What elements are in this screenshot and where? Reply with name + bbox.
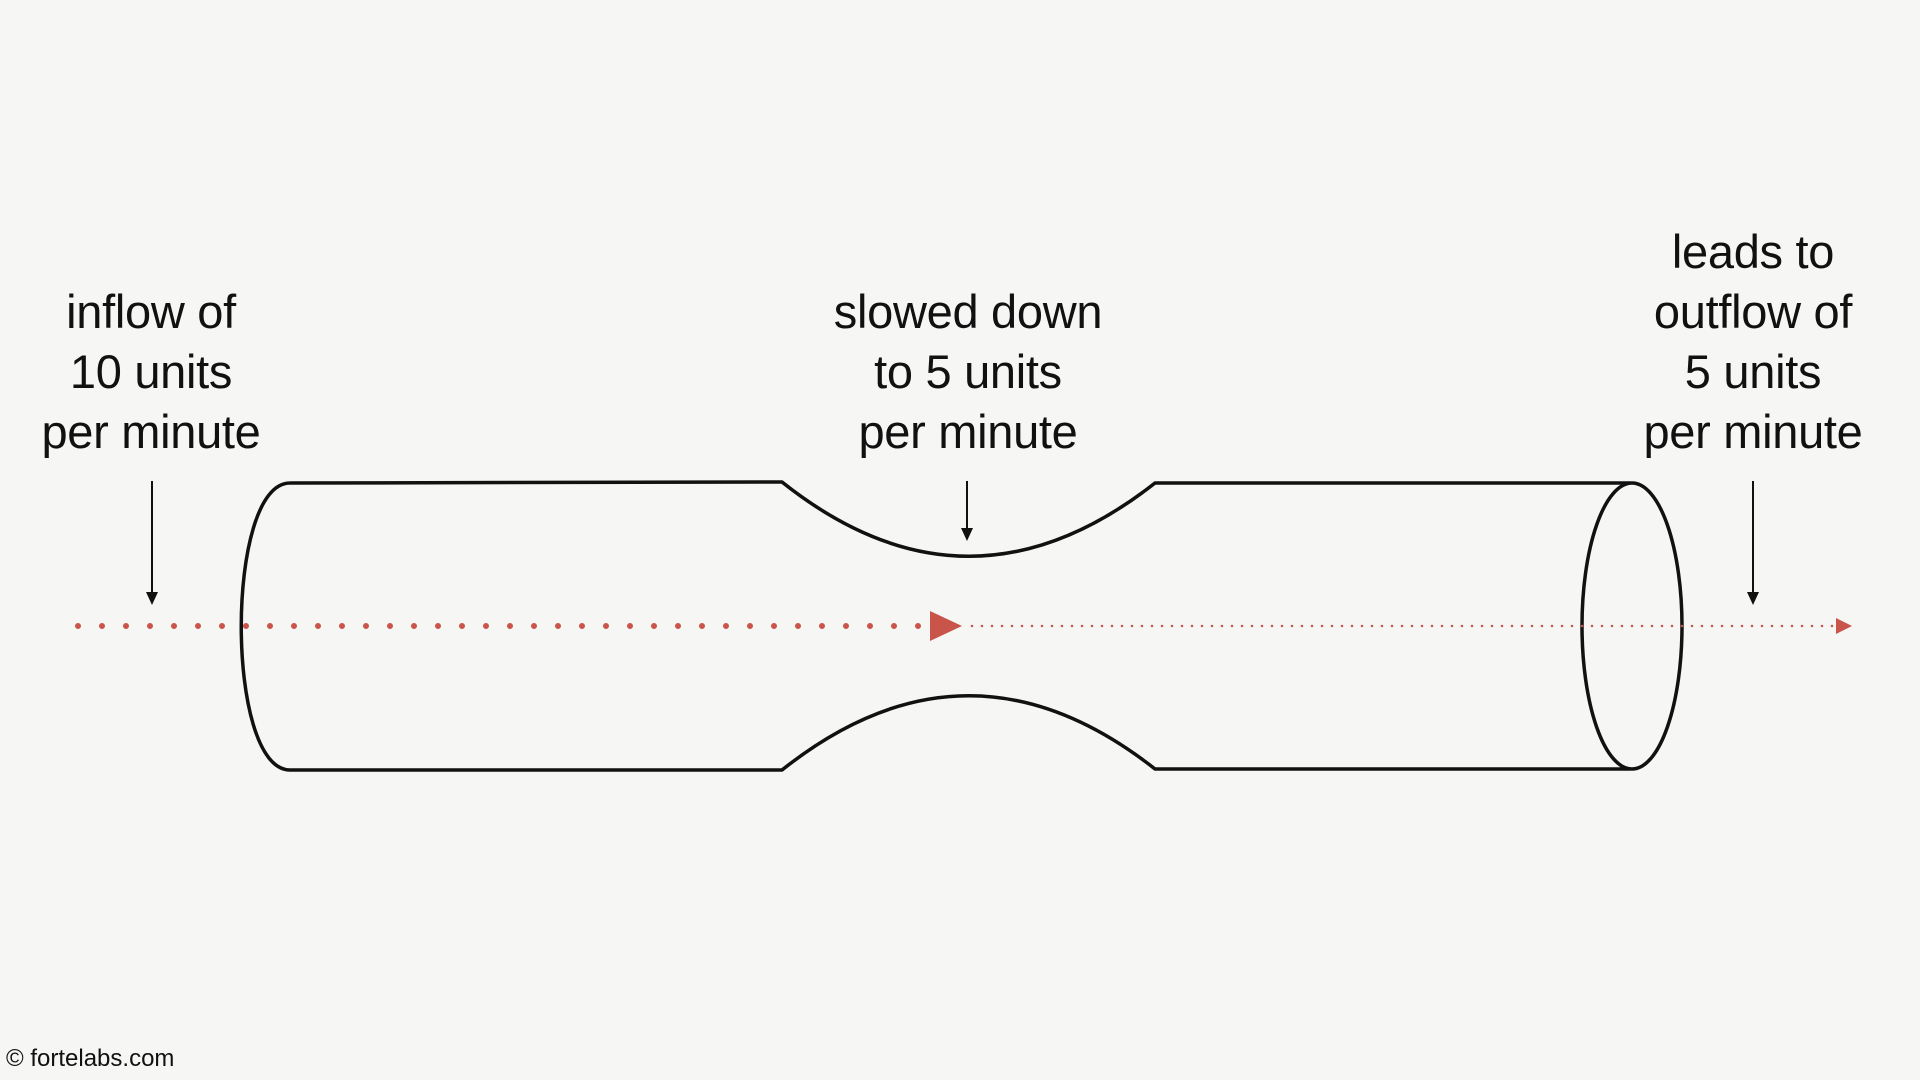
outflow-label-line-1: leads to bbox=[1671, 225, 1835, 278]
inflow-label-line-2: 10 units bbox=[69, 345, 233, 398]
triangle-right-icon bbox=[930, 611, 962, 641]
slowed-label-line-1: slowed down bbox=[833, 285, 1103, 338]
arrow-down-icon bbox=[1747, 481, 1759, 605]
outflow-label-line-4: per minute bbox=[1643, 405, 1863, 458]
arrow-down-icon bbox=[961, 481, 973, 541]
pipe-outline bbox=[239, 480, 1630, 772]
slowed-label: slowed down to 5 units per minute bbox=[787, 282, 1149, 462]
slowed-label-line-3: per minute bbox=[858, 405, 1078, 458]
outflow-label-line-2: outflow of bbox=[1653, 285, 1853, 338]
outflow-label: leads to outflow of 5 units per minute bbox=[1612, 222, 1894, 462]
copyright-footer: © fortelabs.com bbox=[6, 1045, 175, 1072]
outflow-label-line-3: 5 units bbox=[1684, 345, 1822, 398]
inflow-label: inflow of 10 units per minute bbox=[0, 282, 302, 462]
triangle-right-small-icon bbox=[1836, 618, 1852, 634]
slowed-label-line-2: to 5 units bbox=[874, 345, 1062, 398]
inflow-label-line-3: per minute bbox=[41, 405, 261, 458]
inflow-label-line-1: inflow of bbox=[66, 285, 236, 338]
arrow-down-icon bbox=[146, 481, 158, 605]
